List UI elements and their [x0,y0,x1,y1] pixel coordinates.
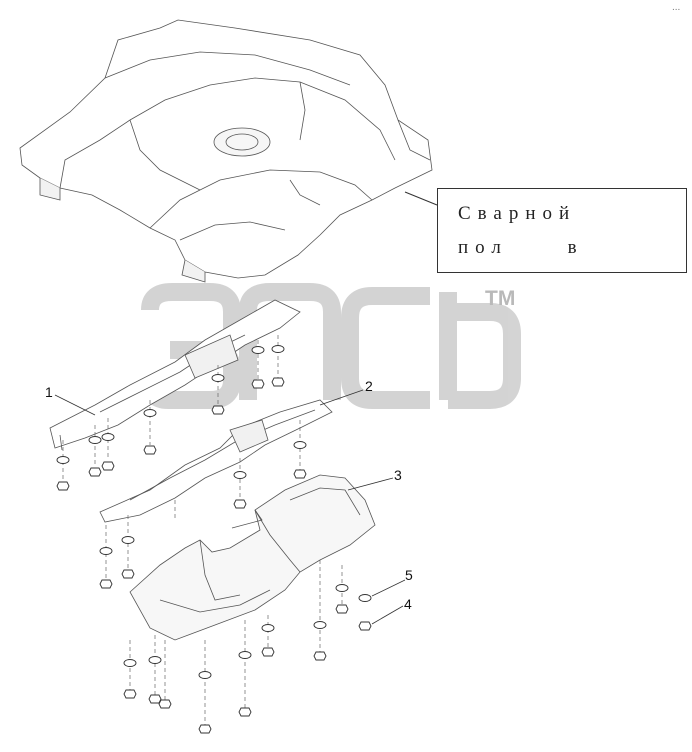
callout-line-1: Сварной [458,203,577,224]
part-number-1: 1 [45,384,53,400]
part-number-5: 5 [405,567,413,583]
watermark-trademark: TM [485,287,516,310]
part-number-3: 3 [394,467,402,483]
part-leader-lines [54,389,406,625]
part-number-2: 2 [365,378,373,394]
heat-shield-part-3 [129,474,376,641]
corner-mark: ... [672,2,681,13]
callout-line-2: пол в [458,237,584,258]
callout-leader-line [404,191,438,206]
welded-floor-panel [19,19,433,283]
callout-box: Сварной пол в [437,188,687,273]
heat-shield-part-2 [99,399,333,523]
part-number-4: 4 [404,596,412,612]
heat-shield-part-1 [49,299,301,451]
fasteners [56,345,372,734]
